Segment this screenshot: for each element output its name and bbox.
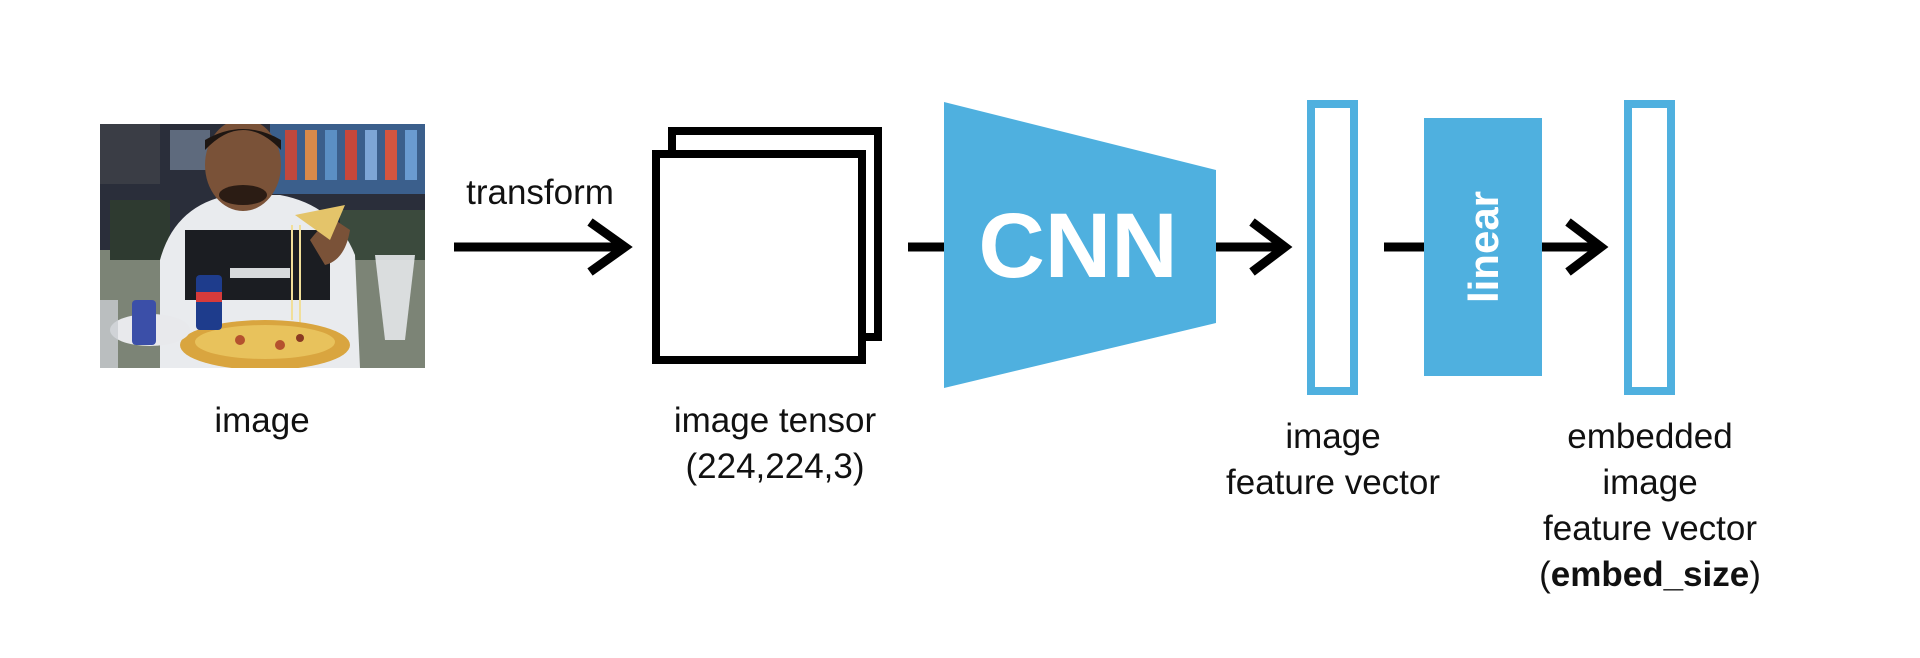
image-tensor-label: image tensor (224,224,3) [630,398,920,490]
image-feature-vector-bar [1307,100,1358,395]
embed-size-open-paren: ( [1539,555,1551,594]
embedded-label-line4: (embed_size) [1510,552,1790,598]
embed-size-label: embed_size [1550,555,1750,594]
feature-label-line2: feature vector [1226,463,1440,502]
image-label: image [214,401,310,440]
embedded-label-line3: feature vector [1543,509,1757,548]
embed-size-close-paren: ) [1749,555,1761,594]
cnn-to-feature-arrow [1216,218,1293,276]
image-feature-vector-label: image feature vector [1200,414,1466,506]
linear-block [1424,118,1542,376]
cnn-block [944,102,1216,388]
transform-arrow [454,218,633,276]
embedded-feature-vector-bar [1624,100,1675,395]
image-tensor-shape: (224,224,3) [685,447,865,486]
feature-label-line1: image [1285,417,1381,456]
cnn-label: CNN [978,195,1177,297]
image-tensor-title: image tensor [673,401,877,440]
linear-label: linear [1460,191,1507,303]
embedded-label-line2: image [1602,463,1698,502]
input-photo [100,124,425,368]
image-tensor-icon [652,127,882,364]
transform-label: transform [466,173,614,212]
embedded-feature-vector-label: embedded image feature vector (embed_siz… [1510,414,1790,598]
embedded-label-line1: embedded [1567,417,1733,456]
linear-to-embedded-arrow [1542,218,1609,276]
